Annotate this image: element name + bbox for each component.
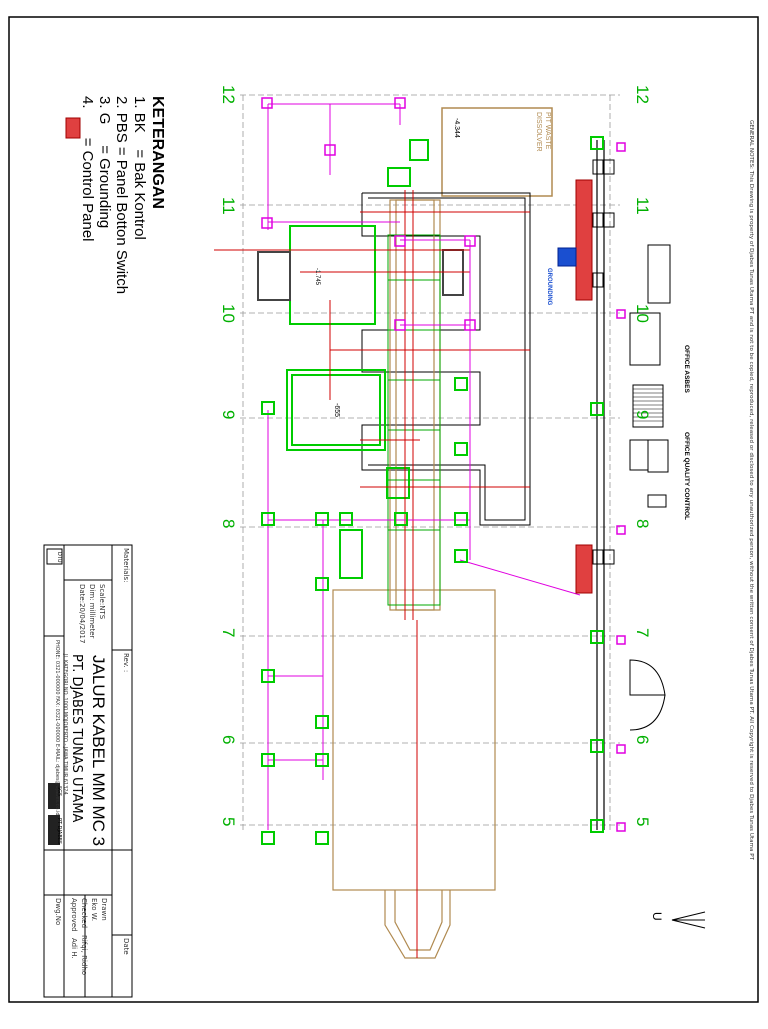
date-label: Date:20/04/2017: [78, 584, 86, 644]
approved-label: Approved: [70, 898, 78, 932]
panel-botton-switch-boxes: [261, 97, 626, 832]
grid-label: 11: [633, 197, 652, 215]
legend-desc: = Panel Botton Switch: [113, 146, 130, 295]
level-label: -1.745: [314, 268, 320, 286]
pit-waste-dissolver: [441, 107, 553, 197]
main-cable-line: [596, 140, 605, 830]
logo-dtu-text: DTU: [56, 552, 62, 563]
office-outlines: [629, 244, 671, 731]
legend-item-control-panel: 4. = Control Panel: [79, 96, 96, 242]
drawn-label: Drawn: [100, 898, 108, 921]
company-name: PT. DJABES TUNAS UTAMA: [69, 654, 84, 823]
conveyor-structure: [332, 199, 496, 959]
grid-lines: [240, 94, 620, 830]
grid-label: 5: [633, 817, 652, 827]
red-cable-lines: [214, 190, 530, 958]
grid-label: 12: [219, 85, 238, 104]
legend-num: 1.: [131, 96, 148, 109]
pit-waste-label: PIT WASTE DISSOLVER: [535, 112, 551, 152]
grid-label: 6: [633, 735, 652, 745]
office-asbes-label: OFFICE ASBES: [683, 345, 690, 393]
legend-desc: = Control Panel: [79, 137, 96, 242]
grounding-label: GROUNDING: [546, 268, 552, 306]
stair-lines: [633, 388, 663, 422]
grid-label: 9: [219, 410, 238, 420]
grid-label: 6: [219, 735, 238, 745]
control-panel: [575, 179, 593, 301]
logo-sgs: [48, 783, 60, 809]
checked-label: Checked: [80, 898, 88, 929]
level-label: -4.344: [453, 118, 460, 138]
panel-switches: [592, 159, 615, 565]
building-outline: [361, 192, 531, 526]
grid-label: 5: [219, 817, 238, 827]
title-block-frame: [43, 544, 133, 998]
legend-num: 3.: [96, 96, 113, 109]
logo-pt-text: PT DJABES: [56, 818, 62, 845]
legend-item-pbs: 2. PBS = Panel Botton Switch: [113, 96, 130, 294]
drawing-title: JALUR KABEL MM MC 3: [89, 655, 108, 847]
legend-code: BK: [131, 112, 148, 133]
grid-label: 11: [219, 197, 238, 215]
rev-date-label: Date: [122, 938, 130, 955]
grid-label: 10: [219, 304, 238, 323]
legend-code: G: [96, 112, 113, 125]
north-label: U: [650, 912, 664, 921]
logo-dtu: [46, 548, 63, 565]
grid-label: 12: [633, 85, 652, 104]
logo-pt-djabes: [48, 815, 60, 845]
materials-label: Materials:: [122, 548, 130, 583]
north-arrow: [671, 911, 706, 929]
approved-name: Adi H.: [70, 938, 78, 959]
scale-label: Scale:NTS: [98, 584, 106, 620]
conveyor-green-frame: [387, 234, 441, 606]
legend-control-panel-swatch: [65, 117, 81, 139]
grid-label: 7: [219, 628, 238, 638]
legend-item-bk: 1. BK = Bak Kontrol: [131, 96, 148, 240]
dwg-no-label: Dwg.No: [54, 898, 62, 926]
bak-kontrol-boxes: [261, 136, 604, 845]
magenta-cable-routes: [267, 103, 581, 830]
drawn-name: Eko W.: [90, 898, 98, 922]
legend-desc: = Grounding: [96, 145, 113, 229]
office-qc-label: OFFICE QUALITY CONTROL: [683, 432, 690, 520]
level-label: -655: [333, 403, 340, 418]
motor-block: [257, 251, 291, 301]
dim-label: Dim: millimeter: [88, 584, 96, 639]
legend-num: 4.: [79, 96, 96, 109]
outer-frame: [8, 16, 759, 1003]
grid-label: 10: [633, 304, 652, 323]
legend-title: KETERANGAN: [149, 96, 166, 209]
legend-num: 2.: [113, 96, 130, 109]
grounding-symbol: [557, 247, 577, 267]
grid-label: 8: [633, 519, 652, 529]
logo-sgs-text: SGS: [56, 786, 62, 797]
legend-item-g: 3. G = Grounding: [96, 96, 113, 228]
legend-desc: = Bak Kontrol: [131, 149, 148, 240]
legend-code: PBS: [113, 112, 130, 143]
grid-label: 7: [633, 628, 652, 638]
control-panel: [575, 544, 593, 594]
general-notes: GENERAL NOTES: This Drawing is property …: [748, 120, 754, 861]
grid-label: 8: [219, 519, 238, 529]
grid-label: 9: [633, 410, 652, 420]
company-address: Jl. KATEGORI NO. 1000 MOJOKERTO - JAWA T…: [62, 654, 68, 795]
checked-name: Rifqi, Ridho: [80, 935, 88, 976]
rev-label: Rev. :: [122, 653, 130, 673]
